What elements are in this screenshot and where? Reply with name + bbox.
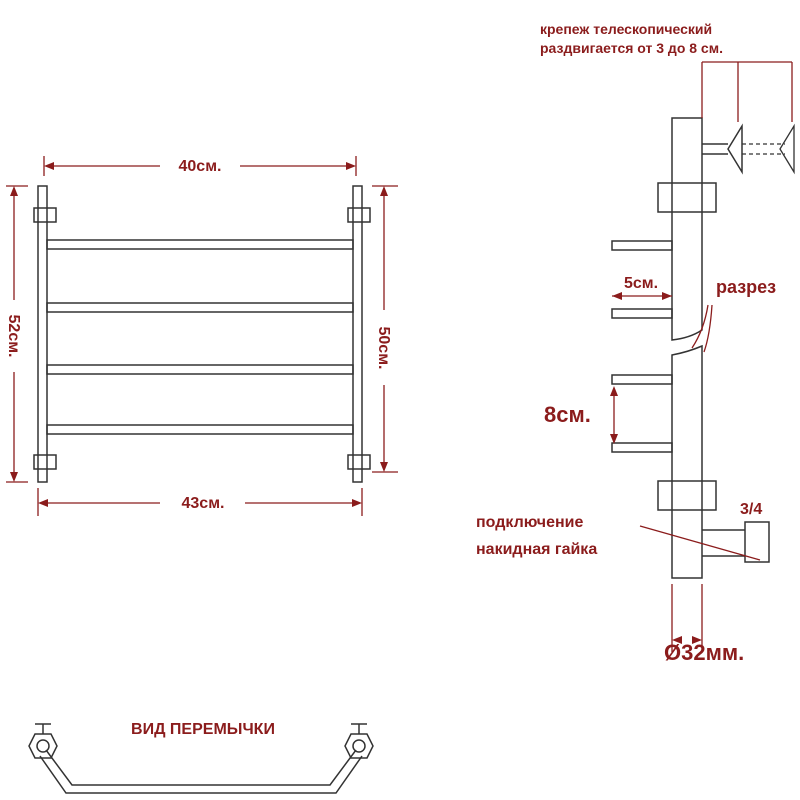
section-callout: разрез	[691, 277, 776, 353]
side-pipe-upper	[671, 117, 703, 341]
width-top-label: 40см.	[179, 158, 222, 175]
side-pipe-lower	[671, 344, 703, 579]
diameter-label: Ø32мм.	[664, 640, 744, 665]
mount-cone-2	[779, 123, 795, 175]
side-rung-3	[611, 374, 673, 385]
dimension-offset-5: 5см.	[612, 275, 672, 300]
jumper-bar-top	[45, 749, 357, 786]
spacing-8-label: 8см.	[544, 402, 591, 427]
bracket-top-right	[347, 207, 371, 223]
collar-top	[657, 182, 717, 213]
jumper-nut-left	[28, 733, 58, 759]
collar-bottom	[657, 480, 717, 511]
dimension-width-bottom: 43см.	[37, 488, 363, 516]
side-rung-2	[611, 308, 673, 319]
offset-5-label: 5см.	[624, 275, 658, 292]
jumper-hole-left	[36, 739, 50, 753]
dimension-spacing-8: 8см.	[544, 386, 618, 444]
height-left-label: 52см.	[5, 315, 22, 358]
rung-1	[46, 239, 354, 250]
width-bottom-label: 43см.	[182, 495, 225, 512]
left-pipe	[37, 185, 48, 483]
rung-4	[46, 424, 354, 435]
right-pipe	[352, 185, 363, 483]
section-label: разрез	[716, 277, 776, 297]
mount-label-line2: раздвигается от 3 до 8 см.	[540, 40, 723, 56]
rung-3	[46, 364, 354, 375]
jumper-bar-bottom	[39, 755, 363, 794]
union-nut	[744, 521, 770, 563]
front-view	[33, 185, 371, 483]
bracket-top-left	[33, 207, 57, 223]
rung-2	[46, 302, 354, 313]
side-rung-4	[611, 442, 673, 453]
bracket-bottom-right	[347, 454, 371, 470]
dimension-height-left: 52см.	[5, 185, 28, 483]
dimension-diameter: Ø32мм.	[664, 584, 744, 665]
jumper-nut-right	[344, 733, 374, 759]
side-view	[611, 117, 795, 579]
connection-callout: подключение накидная гайка 3/4	[476, 501, 762, 561]
mount-label-line1: крепеж телескопический	[540, 21, 712, 37]
connection-label-line2: накидная гайка	[476, 541, 597, 558]
connection-label-line1: подключение	[476, 514, 583, 531]
side-rung-1	[611, 240, 673, 251]
jumper-view: ВИД ПЕРЕМЫЧКИ	[28, 721, 374, 794]
dimension-height-right: 50см.	[372, 185, 398, 473]
height-right-label: 50см.	[375, 327, 392, 370]
dimension-width-top: 40см.	[43, 156, 357, 176]
mount-dimension: крепеж телескопический раздвигается от 3…	[540, 21, 793, 122]
mount-cone-1	[727, 123, 743, 175]
thread-label: 3/4	[740, 501, 762, 518]
jumper-view-label: ВИД ПЕРЕМЫЧКИ	[131, 721, 275, 738]
jumper-hole-right	[352, 739, 366, 753]
bracket-bottom-left	[33, 454, 57, 470]
